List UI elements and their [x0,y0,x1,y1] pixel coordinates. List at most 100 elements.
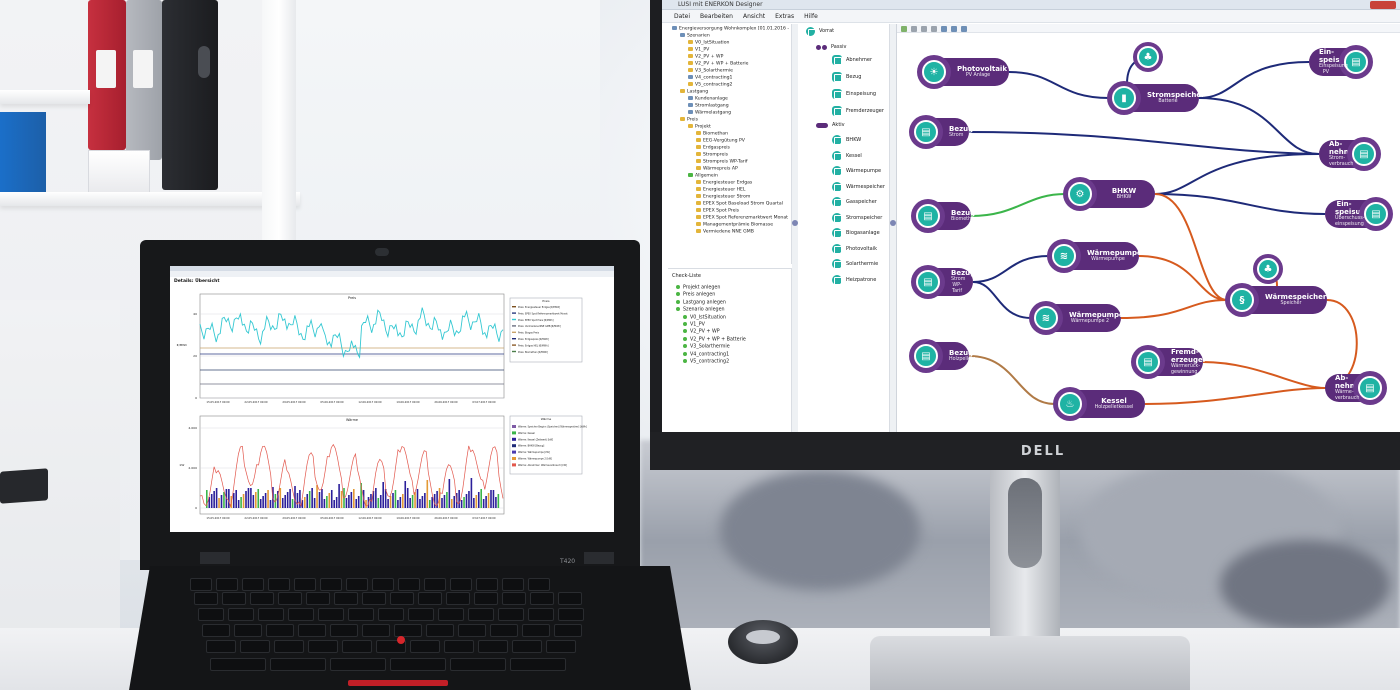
tree-item[interactable]: V2_PV + WP [688,54,723,61]
keyboard-key[interactable] [554,624,582,637]
keyboard-key[interactable] [250,592,274,605]
tree-item[interactable]: Energiesteuer Erdgas [696,180,752,187]
keyboard-key[interactable] [270,658,326,671]
keyboard-key[interactable] [318,608,344,621]
palette-item[interactable]: Photovoltaik [832,243,877,255]
keyboard-key[interactable] [266,624,294,637]
tree-item[interactable]: Szenarien [680,33,710,40]
keyboard-key[interactable] [330,658,386,671]
keyboard-key[interactable] [498,608,524,621]
keyboard-key[interactable] [528,578,550,591]
check-list-item[interactable]: V5_contracting2 [683,359,729,366]
tree-item[interactable]: V3_Solarthermie [688,68,733,75]
splitter-knob-icon[interactable] [890,220,896,226]
keyboard-key[interactable] [450,578,472,591]
check-list-item[interactable]: V4_contracting1 [683,351,729,359]
pane-splitter[interactable] [792,24,798,432]
keyboard-key[interactable] [258,608,284,621]
palette-item[interactable]: Gasspeicher [832,196,877,208]
keyboard-key[interactable] [390,658,446,671]
tree-item[interactable]: Wärmepreis AP [696,166,738,173]
keyboard-key[interactable] [502,578,524,591]
keyboard-key[interactable] [398,578,420,591]
zoom-icon[interactable] [951,26,957,32]
check-list-item[interactable]: Szenario anlegen [676,307,725,314]
tree-item[interactable]: EPEX Spot Baseload Strom Quartal [696,201,783,208]
tree-item[interactable]: Allgemein [688,173,718,180]
keyboard-key[interactable] [438,608,464,621]
keyboard-key[interactable] [362,624,390,637]
keyboard-key[interactable] [202,624,230,637]
menu-datei[interactable]: Datei [674,12,691,20]
keyboard-key[interactable] [194,592,218,605]
tree-item[interactable]: V5_contracting2 [688,82,732,89]
keyboard-key[interactable] [426,624,454,637]
keyboard-key[interactable] [558,608,584,621]
keyboard-key[interactable] [378,608,404,621]
keyboard-key[interactable] [346,578,368,591]
tree-item[interactable]: V0_IstSituation [688,40,729,47]
keyboard-key[interactable] [394,624,422,637]
tree-item[interactable]: Managementprämie Biomasse [696,222,773,229]
keyboard-key[interactable] [228,608,254,621]
check-list-item[interactable]: Lastgang anlegen [676,299,726,307]
tree-item[interactable]: Energieversorgung Wohnkomplex [01.01.201… [672,26,789,33]
keyboard-key[interactable] [478,640,508,653]
keyboard-key[interactable] [348,608,374,621]
keyboard-key[interactable] [372,578,394,591]
keyboard-key[interactable] [390,592,414,605]
palette-item[interactable]: Einspeisung [832,88,876,100]
menu-extras[interactable]: Extras [775,12,795,20]
keyboard-key[interactable] [490,624,518,637]
keyboard-key[interactable] [288,608,314,621]
menu-hilfe[interactable]: Hilfe [804,12,818,20]
keyboard-key[interactable] [528,608,554,621]
trackpad-buttons[interactable] [348,680,448,686]
keyboard-key[interactable] [546,640,576,653]
check-list-item[interactable]: Preis anlegen [676,292,715,299]
keyboard-key[interactable] [558,592,582,605]
tree-icon[interactable]: ♣ [1253,254,1283,284]
keyboard-key[interactable] [530,592,554,605]
keyboard-key[interactable] [206,640,236,653]
keyboard-key[interactable] [222,592,246,605]
keyboard-key[interactable] [308,640,338,653]
zoom-icon[interactable] [941,26,947,32]
palette-item[interactable]: Biogasanlage [832,227,880,239]
check-list-item[interactable]: V3_Solarthermie [683,344,730,351]
tree-item[interactable]: Preis [680,117,698,124]
keyboard-key[interactable] [408,608,434,621]
palette-item[interactable]: Wärmepumpe [832,165,881,177]
keyboard-key[interactable] [444,640,474,653]
palette-item[interactable]: Abnehmer [832,54,872,66]
keyboard-key[interactable] [502,592,526,605]
menu-bearbeiten[interactable]: Bearbeiten [700,12,733,20]
check-list-item[interactable]: V2_PV + WP + Batterie [683,336,746,344]
active-group-header[interactable]: Aktiv [816,120,845,130]
keyboard-key[interactable] [330,624,358,637]
keyboard-key[interactable] [234,624,262,637]
keyboard-key[interactable] [522,624,550,637]
keyboard-key[interactable] [320,578,342,591]
tree-item[interactable]: Wärmelastgang [688,110,731,117]
palette-item[interactable]: BHKW [832,134,861,146]
check-list-item[interactable]: Projekt anlegen [676,285,720,292]
keyboard-key[interactable] [274,640,304,653]
keyboard-key[interactable] [410,640,440,653]
palette-item[interactable]: Bezug [832,71,861,83]
export-icon[interactable] [961,26,967,32]
